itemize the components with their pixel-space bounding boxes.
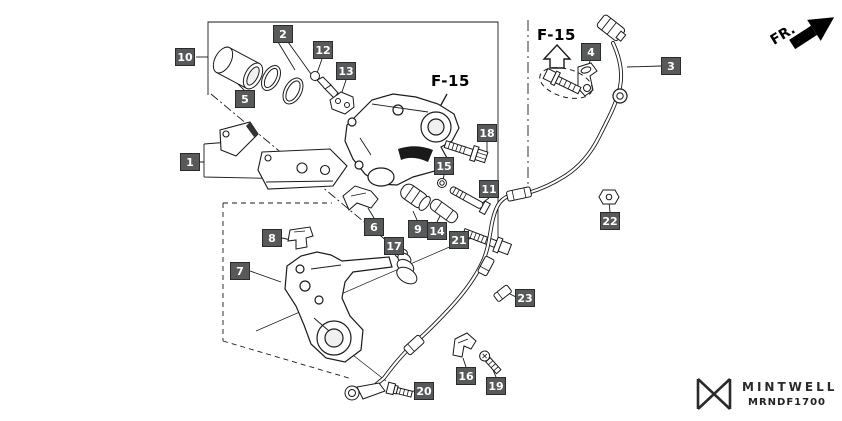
callout-21[interactable]: 21 bbox=[449, 231, 469, 249]
callout-8[interactable]: 8 bbox=[262, 229, 282, 247]
callout-10[interactable]: 10 bbox=[175, 48, 195, 66]
callout-2[interactable]: 2 bbox=[273, 25, 293, 43]
f15-up-arrow bbox=[542, 43, 572, 69]
bracket-pin-boot bbox=[396, 248, 418, 285]
callout-22[interactable]: 22 bbox=[600, 212, 620, 230]
wheel-speed-sensor bbox=[344, 382, 386, 401]
callout-6[interactable]: 6 bbox=[364, 218, 384, 236]
sensor-bolt bbox=[385, 381, 413, 398]
diagram-code: MRNDF1700 bbox=[748, 397, 826, 408]
fig-ref-caliper-hose[interactable]: F-15 bbox=[431, 72, 470, 90]
callout-19[interactable]: 19 bbox=[486, 377, 506, 395]
speed-sensor-cable bbox=[371, 41, 624, 389]
cable-ferrules bbox=[403, 186, 532, 356]
piston-seal-rings bbox=[261, 65, 304, 105]
callout-17[interactable]: 17 bbox=[384, 237, 404, 255]
clip-nut bbox=[598, 189, 620, 205]
callout-5[interactable]: 5 bbox=[235, 90, 255, 108]
callout-9[interactable]: 9 bbox=[408, 220, 428, 238]
callout-13[interactable]: 13 bbox=[336, 62, 356, 80]
callout-1[interactable]: 1 bbox=[180, 153, 200, 171]
watermark: MINTWELL MRNDF1700 bbox=[694, 376, 840, 412]
hanger-pin bbox=[449, 186, 492, 216]
callout-11[interactable]: 11 bbox=[479, 180, 499, 198]
leader-lines bbox=[196, 41, 662, 393]
sealing-washer bbox=[437, 178, 447, 188]
piston bbox=[212, 46, 264, 90]
f15-dashed-bolt bbox=[539, 67, 593, 99]
caliper-mount-bolt bbox=[443, 140, 489, 164]
callout-14[interactable]: 14 bbox=[427, 222, 447, 240]
caliper-body bbox=[344, 93, 460, 187]
callout-4[interactable]: 4 bbox=[581, 43, 601, 61]
pan-screw bbox=[479, 350, 502, 375]
fr-direction-arrow bbox=[789, 17, 835, 50]
sensor-wire-clamp bbox=[452, 332, 477, 358]
callout-23[interactable]: 23 bbox=[515, 289, 535, 307]
callout-15[interactable]: 15 bbox=[434, 157, 454, 175]
callout-12[interactable]: 12 bbox=[313, 41, 333, 59]
callout-16[interactable]: 16 bbox=[456, 367, 476, 385]
mintwell-logo-icon bbox=[696, 378, 732, 410]
callout-3[interactable]: 3 bbox=[661, 57, 681, 75]
fig-ref-hose-bolt[interactable]: F-15 bbox=[537, 26, 576, 44]
sensor-connector bbox=[596, 14, 627, 42]
bracket-pin-collar bbox=[429, 198, 459, 224]
hose-guide-clamp bbox=[329, 91, 355, 115]
guide-lines bbox=[207, 20, 529, 382]
pad-spring bbox=[287, 226, 314, 250]
slide-pin-boot bbox=[400, 183, 431, 211]
cable-clamp bbox=[493, 284, 512, 302]
watermark-brand: MINTWELL bbox=[742, 380, 838, 394]
callout-20[interactable]: 20 bbox=[414, 382, 434, 400]
caliper-bracket bbox=[284, 251, 393, 363]
callout-18[interactable]: 18 bbox=[477, 124, 497, 142]
brake-pads bbox=[219, 121, 348, 190]
pad-retainer bbox=[342, 185, 379, 211]
cable-grommet bbox=[612, 88, 628, 104]
callout-7[interactable]: 7 bbox=[230, 262, 250, 280]
